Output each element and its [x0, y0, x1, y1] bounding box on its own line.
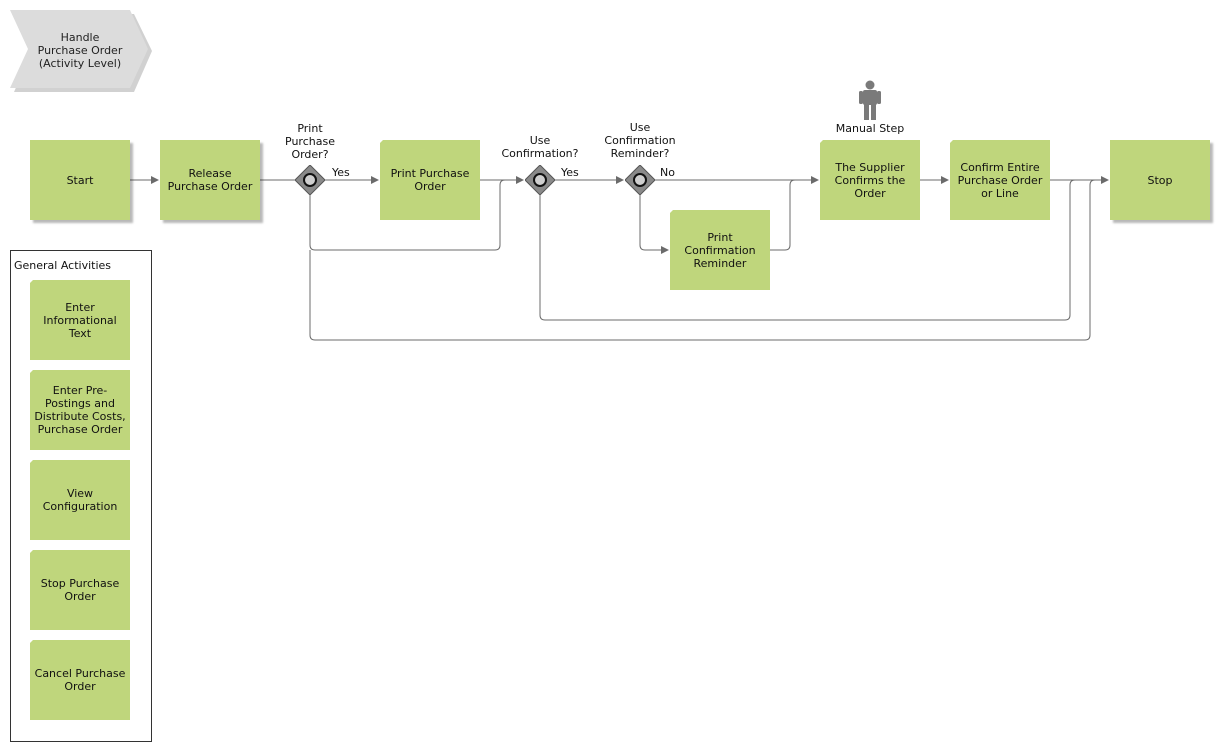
gateway-label-print-po: Print Purchase Order?	[285, 122, 335, 161]
edge-gw1-long-bypass	[309, 179, 1096, 341]
ga-stop-purchase-order[interactable]: Stop Purchase Order	[30, 550, 130, 630]
edge-label-no-1: No	[660, 166, 675, 179]
process-title: Handle Purchase Order (Activity Level)	[37, 30, 123, 70]
stop-event[interactable]: Stop	[1110, 140, 1210, 220]
gateway-use-confirmation[interactable]	[525, 165, 555, 195]
edge-label-yes-1: Yes	[332, 166, 350, 179]
print-purchase-order[interactable]: Print Purchase Order	[380, 140, 480, 220]
gateway-print-po[interactable]	[295, 165, 325, 195]
general-activities-frame	[10, 250, 152, 742]
supplier-confirms-order[interactable]: The Supplier Confirms the Order	[820, 140, 920, 220]
gateway-use-reminder[interactable]	[625, 165, 655, 195]
release-purchase-order[interactable]: Release Purchase Order	[160, 140, 260, 220]
person-icon	[859, 80, 881, 120]
general-activities-title: General Activities	[14, 259, 112, 272]
gateway-label-use-confirmation: Use Confirmation?	[501, 134, 579, 160]
start-event[interactable]: Start	[30, 140, 130, 220]
ga-cancel-purchase-order[interactable]: Cancel Purchase Order	[30, 640, 130, 720]
confirm-entire-purchase-order[interactable]: Confirm Entire Purchase Order or Line	[950, 140, 1050, 220]
ga-enter-pre-postings[interactable]: Enter Pre- Postings and Distribute Costs…	[30, 370, 130, 450]
edge-gw3-reminder	[639, 195, 669, 254]
edge-reminder-supplier	[770, 179, 796, 251]
ga-view-configuration[interactable]: View Configuration	[30, 460, 130, 540]
print-confirmation-reminder[interactable]: Print Confirmation Reminder	[670, 210, 770, 290]
ga-enter-informational-text[interactable]: Enter Informational Text	[30, 280, 130, 360]
edge-gw1-bypass	[309, 179, 506, 251]
process-header-shape	[10, 10, 152, 92]
edge-label-yes-2: Yes	[561, 166, 579, 179]
edge-gw2-bypass	[539, 179, 1076, 321]
manual-step-label: Manual Step	[835, 122, 905, 135]
gateway-label-use-reminder: Use Confirmation Reminder?	[604, 121, 676, 160]
